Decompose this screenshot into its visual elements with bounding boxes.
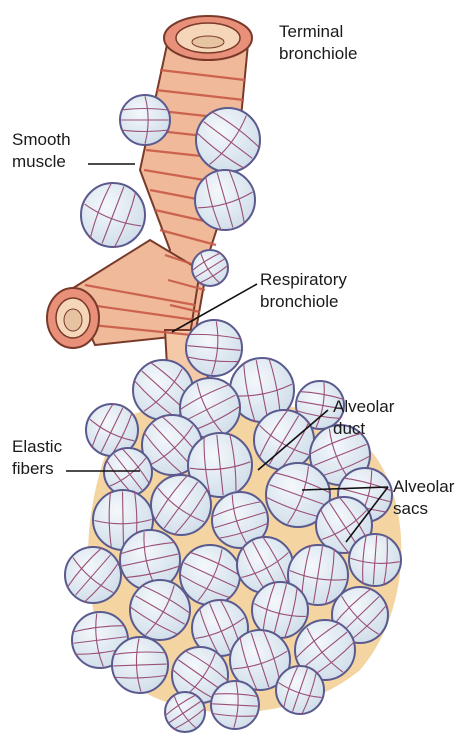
- alveolus: [81, 182, 145, 248]
- alveolus: [192, 250, 229, 286]
- terminal-bronchiole-label: Terminal bronchiole: [279, 22, 357, 63]
- alveolar-duct-label: Alveolar duct: [333, 397, 399, 438]
- smooth-muscle-label: Smooth muscle: [12, 130, 75, 171]
- alveolus: [65, 547, 121, 603]
- alveolus: [104, 448, 152, 496]
- alveolar-sacs-label: Alveolar sacs: [393, 477, 459, 518]
- alveolus: [196, 108, 260, 172]
- alveolus: [120, 95, 170, 145]
- alveolus: [195, 169, 255, 230]
- respiratory-bronchiole-label: Respiratory bronchiole: [260, 270, 352, 311]
- alveolus: [276, 665, 324, 714]
- alveolus: [129, 580, 190, 640]
- alveolus: [349, 534, 401, 586]
- alveolus: [165, 692, 205, 732]
- alveolus: [254, 409, 314, 470]
- elastic-fibers-label: Elastic fibers: [12, 437, 67, 478]
- alveolus: [211, 681, 259, 729]
- alveolus: [186, 320, 242, 376]
- alveolus: [112, 637, 168, 693]
- alveolus: [151, 475, 211, 535]
- alveolus: [179, 545, 241, 605]
